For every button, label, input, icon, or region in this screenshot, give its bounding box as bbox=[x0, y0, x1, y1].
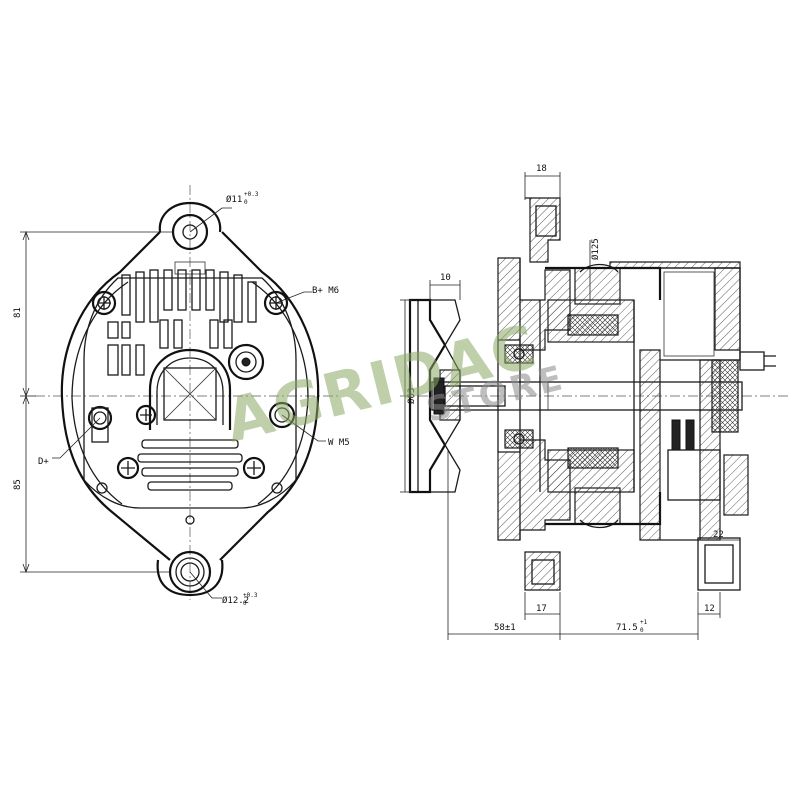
dim-63: Ø63 bbox=[406, 388, 417, 404]
label-dplus: D+ bbox=[38, 457, 49, 467]
dim-81: 81 bbox=[13, 307, 23, 318]
screw-bottom-left bbox=[116, 456, 140, 480]
svg-text:+1: +1 bbox=[640, 619, 648, 626]
dim-85: 85 bbox=[13, 479, 23, 490]
side-dimensions bbox=[400, 172, 740, 640]
dim-17: 17 bbox=[536, 604, 547, 614]
bottom-mounting-ear bbox=[156, 559, 224, 597]
label-hole-top: Ø11 bbox=[226, 194, 242, 205]
front-bearing bbox=[504, 344, 534, 449]
dim-58: 58±1 bbox=[494, 623, 516, 633]
dplus-terminal bbox=[87, 405, 113, 443]
front-view: Ø11 +0.3 0 B+ M6 W M5 D+ Ø12.2 +0.3 0 81… bbox=[13, 185, 350, 607]
dim-125: Ø125 bbox=[590, 238, 601, 260]
screw-top-left bbox=[91, 290, 117, 316]
svg-text:0: 0 bbox=[244, 199, 248, 206]
dim-22: 22 bbox=[713, 530, 724, 540]
bplus-terminal bbox=[227, 343, 265, 381]
rear-vents-top bbox=[107, 261, 257, 376]
dim-12: 12 bbox=[704, 604, 715, 614]
rear-vents-bottom bbox=[137, 439, 243, 491]
label-hole-bottom: Ø12.2 bbox=[222, 595, 249, 606]
svg-text:+0.3: +0.3 bbox=[244, 191, 259, 198]
w-terminal bbox=[268, 401, 296, 429]
top-mounting-ear bbox=[158, 201, 222, 233]
top-mount-hole bbox=[171, 213, 209, 251]
svg-text:+0.3: +0.3 bbox=[243, 592, 258, 599]
screw-mid-left bbox=[135, 404, 157, 426]
label-w-m5: W M5 bbox=[328, 438, 350, 448]
label-bplus-m6: B+ M6 bbox=[312, 286, 339, 296]
rear-housing bbox=[609, 261, 776, 541]
screw-bottom-right bbox=[242, 456, 266, 480]
svg-text:0: 0 bbox=[243, 600, 247, 607]
svg-text:0: 0 bbox=[640, 627, 644, 634]
dim-18: 18 bbox=[536, 164, 547, 174]
dim-10: 10 bbox=[440, 273, 451, 283]
side-section-view: 18 10 Ø125 Ø63 22 17 12 58±1 71.5 +1 0 bbox=[400, 164, 790, 640]
center-arch bbox=[148, 348, 232, 430]
dim-71-5: 71.5 bbox=[616, 623, 638, 633]
rear-mounting-ear bbox=[697, 537, 741, 591]
